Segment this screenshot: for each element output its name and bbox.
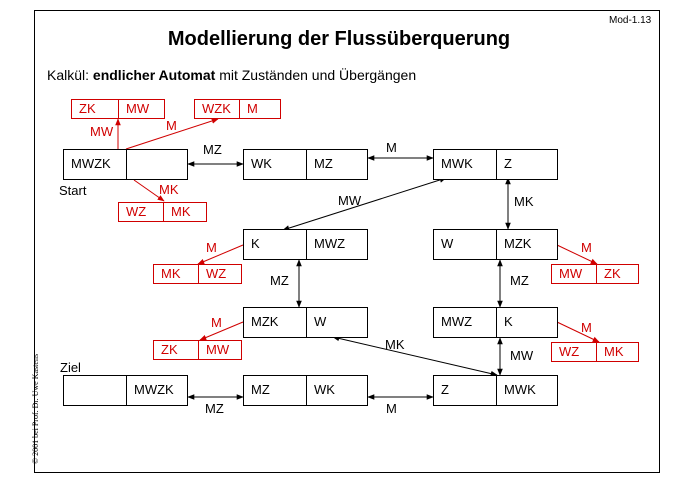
label-fail-m1: M [166,118,177,133]
label-fail-mw: MW [90,124,114,139]
state-mwz: MWZ K [433,307,558,338]
subtitle-suffix: mit Zuständen und Übergängen [215,67,417,83]
fail-state-zk: ZK MW [71,99,165,119]
label-mwk-k: MW [338,193,362,208]
fail-state-zk-right: MW [126,101,150,116]
fail-state-mk-right: WZ [206,266,227,281]
fail-state-mk-left: MK [161,266,181,281]
label-fail-m-k: M [206,240,217,255]
state-mz-right: WK [314,382,335,397]
arrow-fail-wz2 [556,321,600,343]
fail-state-zk-left: ZK [79,101,96,116]
arrow-fail-mk [197,244,244,265]
state-z: Z MWK [433,375,558,406]
fail-state-mk: MK WZ [153,264,242,284]
state-w-left: W [441,236,454,251]
label-k-mzk: MZ [270,273,289,288]
fail-state-wz2-right: MK [604,344,624,359]
fail-state-mw-left: MW [559,266,583,281]
state-wk-right: MZ [314,156,333,171]
arrow-fail-wzk [125,118,219,150]
arrow-mwk-k [282,177,447,231]
label-mzk-z: MK [385,337,405,352]
goal-label: Ziel [60,360,81,375]
fail-state-mw: MW ZK [551,264,639,284]
state-w-right: MZK [504,236,532,251]
state-mwk-left: MWK [441,156,473,171]
state-z-left: Z [441,382,449,397]
state-goal-right: MWZK [134,382,174,397]
subtitle-bold: endlicher Automat [92,67,216,83]
state-goal: MWZK [63,375,188,406]
state-k: K MWZ [243,229,368,260]
state-mzk-left: MZK [251,314,279,329]
arrow-fail-mw [556,244,598,265]
state-k-right: MWZ [314,236,346,251]
fail-state-wz2-left: WZ [559,344,580,359]
label-w-mwz: MZ [510,273,529,288]
arrow-mzk-z [332,335,498,377]
state-mz: MZ WK [243,375,368,406]
state-mzk: MZK W [243,307,368,338]
fail-state-wz2: WZ MK [551,342,639,362]
state-mwz-left: MWZ [441,314,473,329]
state-mwz-right: K [504,314,513,329]
fail-state-wzk-left: WZK [202,101,231,116]
arrow-fail-wz1 [133,179,165,202]
fail-state-wz1-right: MK [171,204,191,219]
label-mz-z: M [386,401,397,416]
label-goal-mz: MZ [205,401,224,416]
page-title: Modellierung der Flussüberquerung [167,28,511,50]
label-wk-mwk: M [386,140,397,155]
slide-number: Mod-1.13 [609,15,652,26]
label-fail-m-mzk: M [211,315,222,330]
subtitle-prefix: Kalkül: [47,67,93,83]
state-mwzk-left: MWZK [71,156,111,171]
fail-state-zk2-right: MW [206,342,230,357]
state-z-right: MWK [504,382,536,397]
label-mwz-z: MW [510,348,534,363]
fail-state-wzk: WZK M [194,99,281,119]
state-mzk-right: W [314,314,327,329]
label-start-wk: MZ [203,142,222,157]
label-mwk-w: MK [514,194,534,209]
start-label: Start [59,183,87,198]
fail-state-wz1-left: WZ [126,204,147,219]
state-mwk: MWK Z [433,149,558,180]
label-fail-m-mwz: M [581,320,592,335]
state-wk-left: WK [251,156,272,171]
fail-state-wz1: WZ MK [118,202,207,222]
state-w: W MZK [433,229,558,260]
subtitle: Kalkül: endlicher Automat mit Zuständen … [47,67,416,83]
label-fail-mk: MK [159,182,179,197]
fail-state-zk2: ZK MW [153,340,242,360]
state-mwk-right: Z [504,156,512,171]
fail-state-mw-right: ZK [604,266,621,281]
fail-state-zk2-left: ZK [161,342,178,357]
fail-state-wzk-right: M [247,101,258,116]
arrow-fail-zk2 [199,321,244,341]
state-mwzk: MWZK [63,149,188,180]
state-k-left: K [251,236,260,251]
state-wk: WK MZ [243,149,368,180]
state-mz-left: MZ [251,382,270,397]
label-fail-m-w: M [581,240,592,255]
